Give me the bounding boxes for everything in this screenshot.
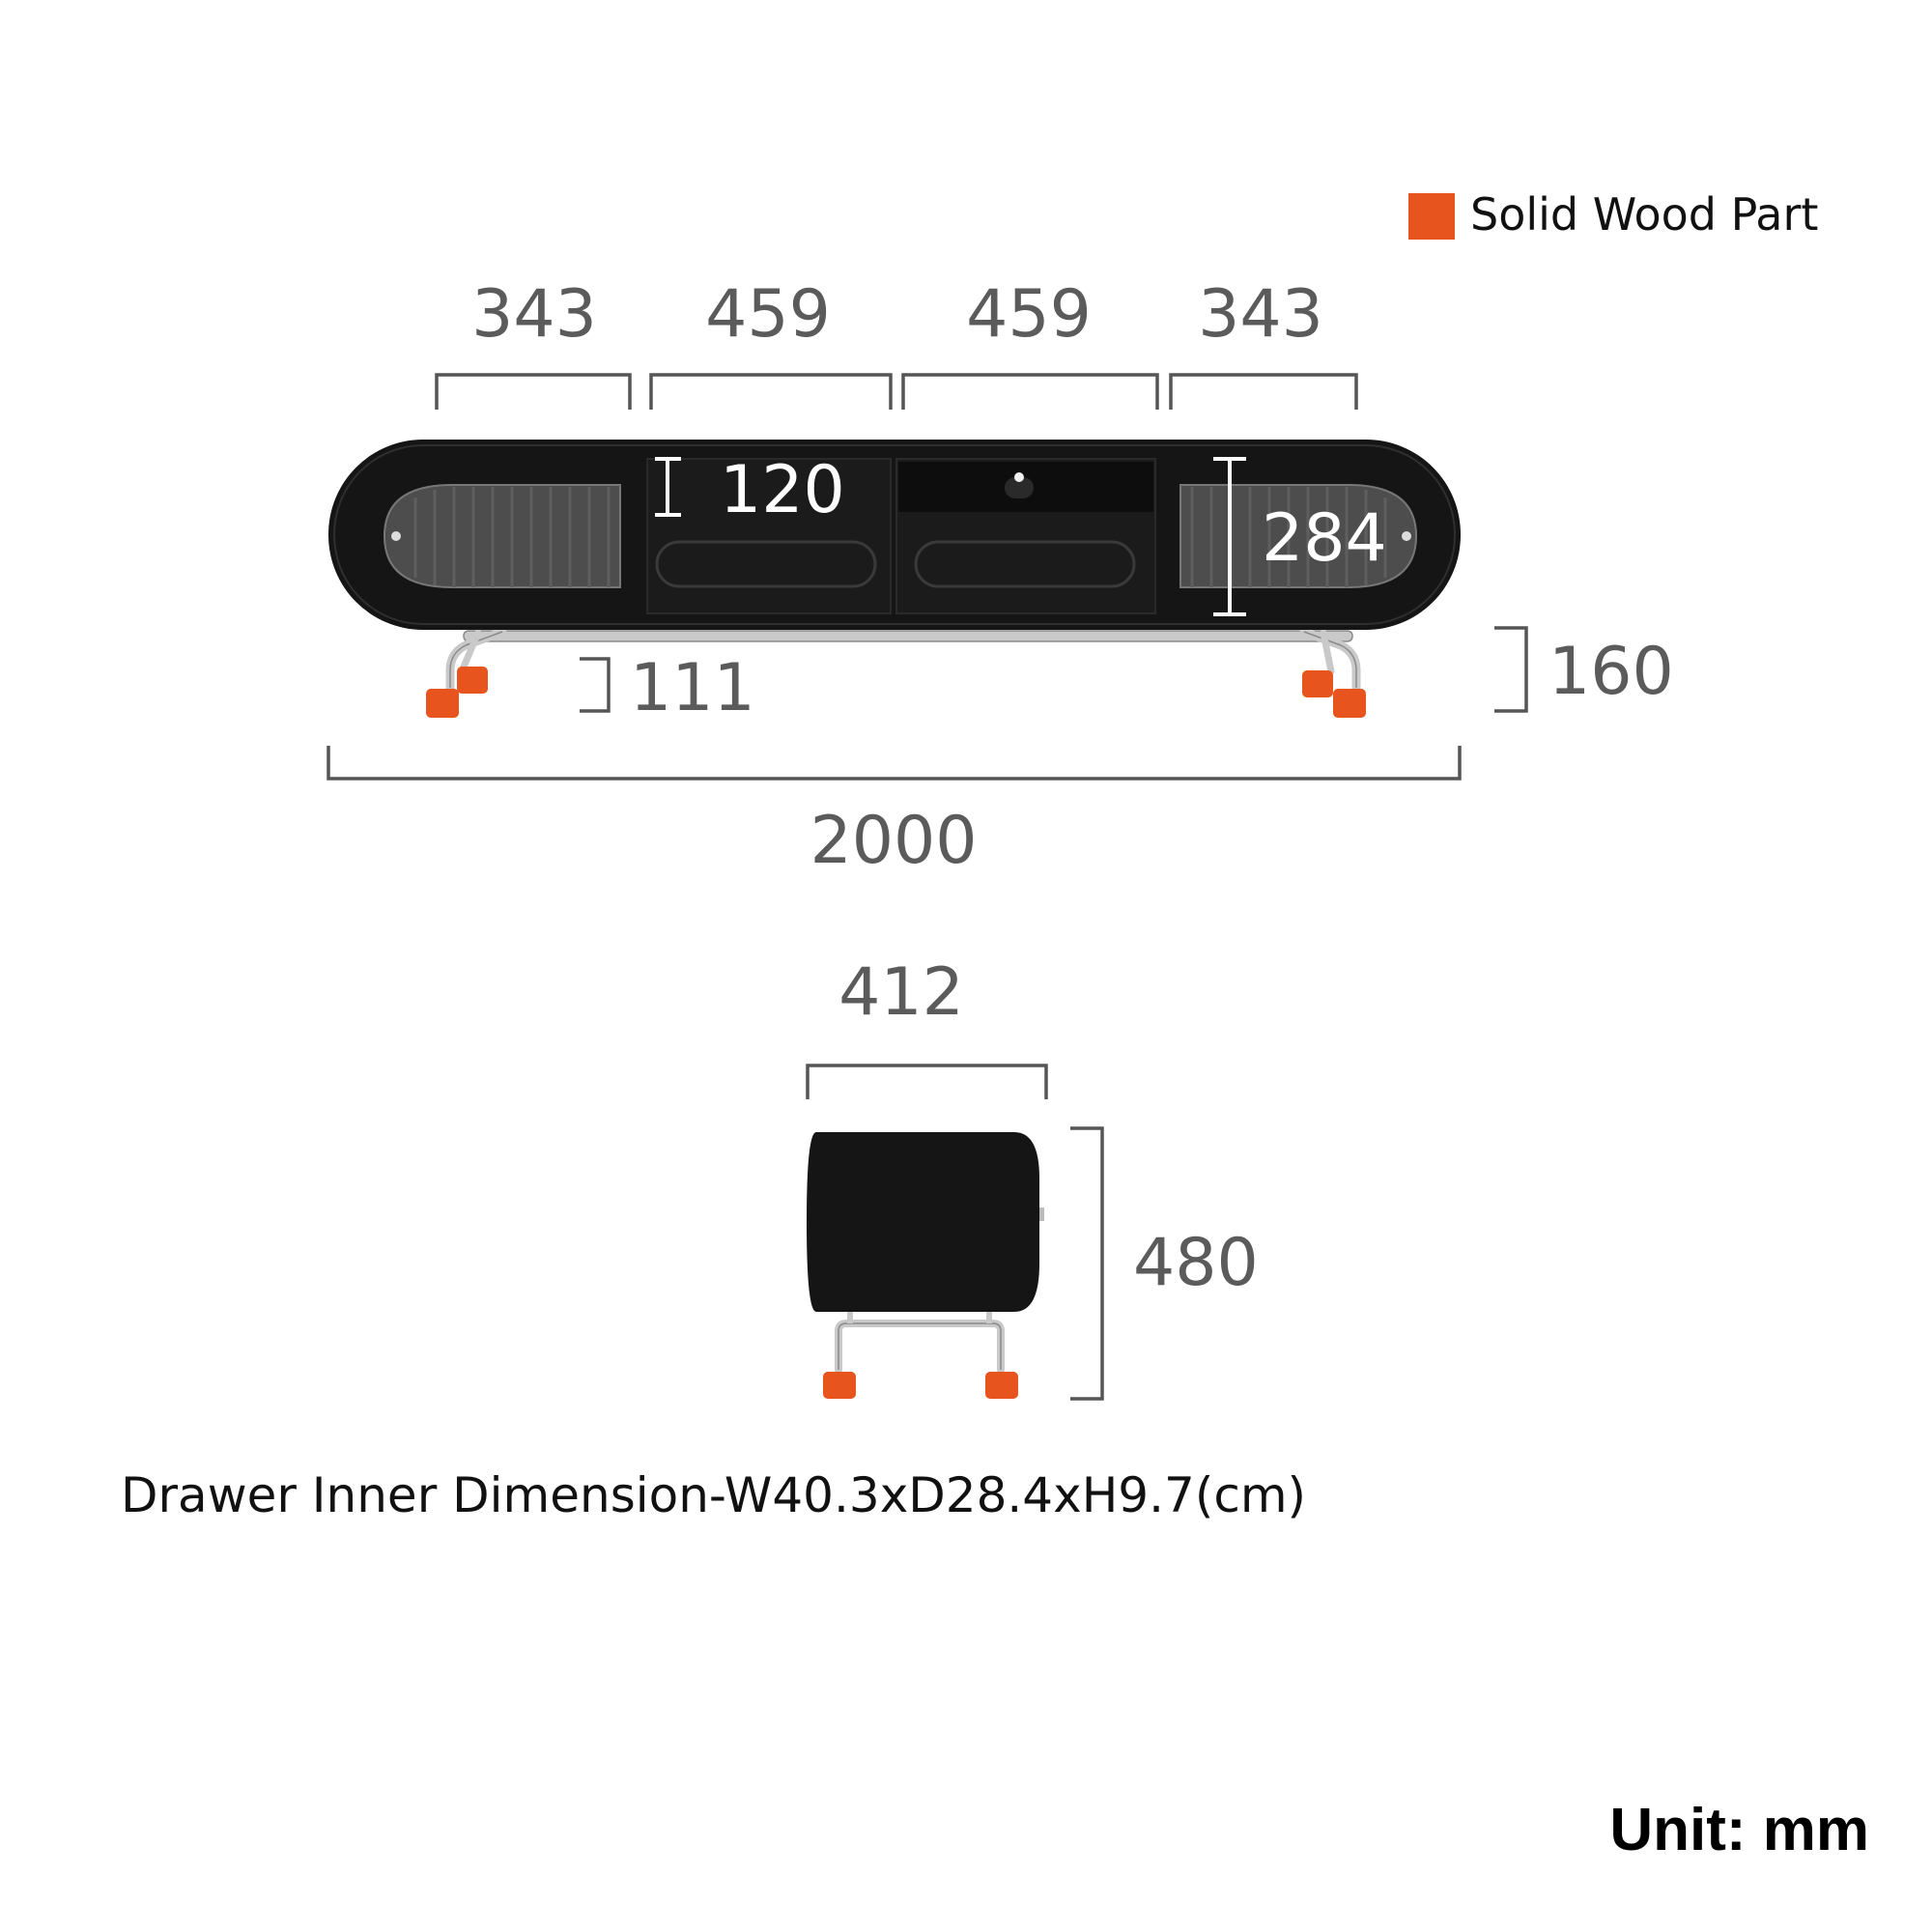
drawer-right-handle [914, 540, 1136, 588]
cabinet-height-label: 284 [1262, 500, 1387, 577]
left-glass-door [383, 484, 621, 588]
leg-clearance-label: 111 [630, 650, 755, 726]
width-label-center-left-drawer: 459 [705, 276, 831, 353]
cable-hole [1005, 477, 1034, 498]
side-cabinet-body [807, 1132, 1039, 1312]
legend-label: Solid Wood Part [1470, 188, 1818, 241]
total-width-bracket [327, 746, 1462, 781]
cabinet-height-marker [1213, 457, 1246, 616]
width-bracket-center-left [649, 373, 893, 410]
side-knob [1039, 1208, 1044, 1221]
total-height-bracket [1070, 1126, 1104, 1401]
metal-base-frame [445, 627, 1361, 693]
front-foot-right-front [1333, 689, 1366, 718]
depth-label: 412 [838, 954, 964, 1031]
base-height-label: 160 [1548, 634, 1674, 710]
drawer-inner-dimension-note: Drawer Inner Dimension-W40.3xD28.4xH9.7(… [121, 1467, 1306, 1523]
width-bracket-center-right [901, 373, 1159, 410]
front-foot-right-back [1302, 670, 1333, 697]
drawer-opening-height-marker [655, 457, 681, 517]
width-label-right-compartment: 343 [1198, 276, 1323, 353]
depth-bracket [806, 1064, 1048, 1099]
front-foot-left-front [426, 689, 459, 718]
side-foot-left [823, 1372, 856, 1399]
front-foot-left-back [457, 667, 488, 694]
solid-wood-swatch [1408, 193, 1455, 240]
legend: Solid Wood Part [1408, 188, 1818, 241]
base-height-bracket [1494, 626, 1528, 713]
right-glass-door [1179, 484, 1418, 588]
width-bracket-right [1169, 373, 1358, 410]
side-metal-frame [835, 1309, 1005, 1374]
width-label-center-right-drawer: 459 [966, 276, 1092, 353]
width-bracket-left [435, 373, 632, 410]
total-height-label: 480 [1133, 1225, 1259, 1301]
drawer-opening-height-label: 120 [720, 452, 845, 528]
side-view: 412 480 [806, 954, 1259, 1401]
solid-wood-feet-front [426, 667, 1366, 718]
drawer-left-handle [655, 540, 877, 588]
unit-label: Unit: mm [1609, 1797, 1869, 1863]
left-door-knob [391, 531, 401, 541]
front-view: 343 459 459 343 [327, 276, 1674, 879]
right-door-knob [1402, 531, 1411, 541]
total-width-label: 2000 [810, 803, 977, 879]
cable-hole-dot [1014, 472, 1024, 482]
side-foot-right [985, 1372, 1018, 1399]
width-label-left-compartment: 343 [471, 276, 597, 353]
leg-clearance-bracket [580, 657, 611, 713]
tv-cabinet-body [328, 440, 1461, 630]
